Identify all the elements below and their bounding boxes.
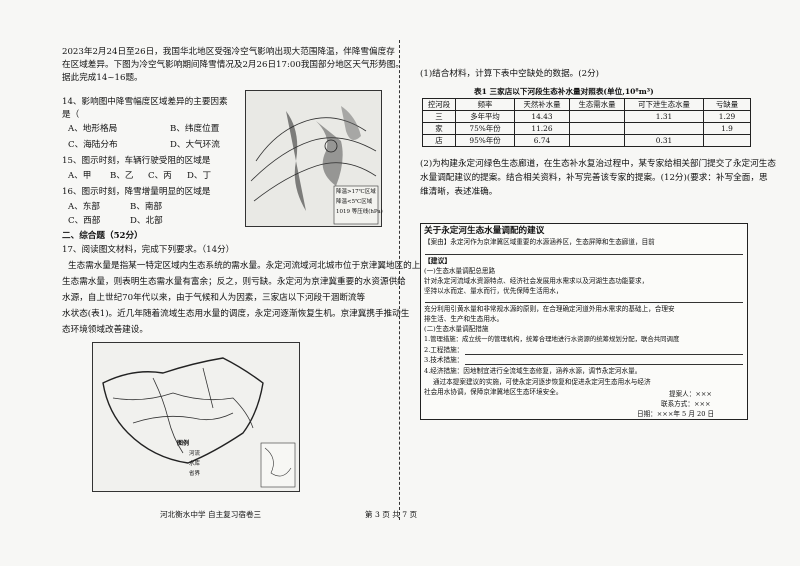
q15-option-b[interactable]: B、乙	[110, 171, 134, 181]
weather-legend-3: 1019 等压线(hPa)	[336, 209, 383, 215]
proposal-line: 针对永定河流域水资源特点、经济社会发展用水需求以及河湖生态功能要求，	[424, 277, 649, 285]
proposal-line: 通过本提案建议的实施，可使永定河逐步恢复和促进永定河生态用水与经济	[433, 378, 651, 386]
q15-option-a[interactable]: A、甲	[68, 171, 92, 181]
intro-line-1: 2023年2月24日至26日，我国华北地区受强冷空气影响出现大范围降温，伴降雪偏…	[62, 47, 395, 57]
table-cell: 三	[422, 110, 456, 123]
table-header-cell: 控河段	[422, 98, 456, 111]
table-cell: 0.31	[624, 134, 704, 147]
table-cell-blank[interactable]	[569, 134, 625, 147]
table-cell: 1.31	[624, 110, 704, 123]
question-17-2-line-2: 水量调配建议的提案。结合相关资料，补写完善该专家的提案。(12分)(要求：补写全…	[420, 173, 768, 183]
para-line-2: 生态需水量，则表明生态需水量有富余；反之，则亏缺。永定河为京津冀重要的水资源供给	[62, 277, 406, 287]
weather-legend-1: 降温>17℃区域	[336, 189, 376, 195]
weather-map-figure: 降温>17℃区域 降温<5℃区域 1019 等压线(hPa)	[245, 90, 383, 227]
proposal-contact: 联系方式：×××	[661, 400, 711, 408]
table-cell-blank[interactable]	[703, 134, 751, 147]
map-legend-title: 图例	[177, 440, 190, 447]
map-legend-reservoir: 水库	[189, 461, 201, 467]
column-divider	[399, 40, 400, 520]
proposal-line: 坚持以水而定、量水而行，优先保障生活用水，	[424, 287, 563, 295]
q14-option-b[interactable]: B、纬度位置	[170, 124, 220, 134]
question-14-paren: 是（	[62, 110, 80, 120]
proposal-signer: 提案人：×××	[669, 390, 712, 398]
answer-line[interactable]	[465, 364, 743, 365]
table-header-cell: 亏缺量	[703, 98, 751, 111]
q14-option-a[interactable]: A、地形格局	[68, 124, 118, 134]
proposal-line: (一)生态水量调配总思路	[424, 267, 496, 275]
river-basin-map: 图例 河流 水库 省界	[92, 342, 300, 492]
question-15: 15、图示时刻，车辆行驶受阻的区域是	[62, 156, 211, 166]
para-line-4: 水状态(表1)。近几年随着流域生态用水量的调度，永定河逐渐恢复生机。京津冀携手推…	[62, 309, 410, 319]
table-header-cell: 生态需水量	[569, 98, 625, 111]
table-cell: 家	[422, 122, 456, 135]
q14-option-c[interactable]: C、海陆分布	[68, 140, 118, 150]
para-line-3: 水源，自上世纪70年代以来，由于气候和人为因素，三家店以下河段干涸断流等	[62, 293, 366, 303]
footer-school: 河北衡水中学 自主复习宿卷三	[160, 510, 262, 519]
table-cell-blank[interactable]	[569, 110, 625, 123]
water-table: 控河段 频率 天然补水量 生态需水量 可下泄生态水量 亏缺量 三 多年平均 14…	[422, 98, 751, 147]
answer-line[interactable]	[425, 302, 743, 303]
question-17-2-line-1: (2)为构建永定河绿色生态廊道，在生态补水复治过程中，某专家给相关部门提交了永定…	[420, 159, 776, 169]
table-cell: 75%年份	[455, 122, 515, 135]
answer-line[interactable]	[465, 354, 743, 355]
para-line-1: 生态需水量是指某一特定区域内生态系统的需水量。永定河流域河北城市位于京津翼地区的…	[68, 261, 438, 271]
table-row: 店 95%年份 6.74 0.31	[422, 134, 751, 147]
question-17: 17、阅读图文材料，完成下列要求。（14分）	[62, 245, 235, 255]
table-header-cell: 频率	[455, 98, 515, 111]
table-cell: 14.43	[514, 110, 570, 123]
q16-option-a[interactable]: A、东部	[68, 202, 100, 212]
table-caption: 表1 三家店以下河段生态补水量对照表(单位,10⁸m³)	[474, 87, 654, 96]
question-14: 14、影响图中降雪幅度区域差异的主要因素	[62, 97, 228, 107]
intro-line-3: 据此完成14~16题。	[62, 73, 143, 83]
q14-option-d[interactable]: D、大气环流	[170, 140, 220, 150]
map-legend-border: 省界	[189, 471, 201, 477]
para-line-5: 态环境领域改善建设。	[62, 325, 148, 335]
q16-option-d[interactable]: D、北部	[130, 216, 163, 226]
proposal-suggest-heading: 【建议】	[424, 257, 452, 265]
proposal-line: 2.工程措施：	[424, 346, 464, 354]
proposal-line: 3.技术措施：	[424, 356, 464, 364]
proposal-reason: 【案由】永定河作为京津冀区域重要的水源涵养区，生态屏障和生态廊道，目前	[424, 238, 655, 246]
footer-page-number: 第 3 页 共 7 页	[365, 510, 418, 519]
table-cell: 多年平均	[455, 110, 515, 123]
proposal-box: 关于永定河生态水量调配的建议 【案由】永定河作为京津冀区域重要的水源涵养区，生态…	[420, 223, 748, 420]
table-header-cell: 可下泄生态水量	[624, 98, 704, 111]
table-cell: 95%年份	[455, 134, 515, 147]
table-cell-blank[interactable]	[624, 122, 704, 135]
table-row: 三 多年平均 14.43 1.31 1.29	[422, 110, 751, 123]
proposal-line: 排生活、生产和生态用水。	[424, 315, 504, 323]
question-17-2-line-3: 维清晰，表述准确。	[420, 187, 498, 197]
weather-legend-2: 降温<5℃区域	[336, 199, 373, 205]
question-17-1: (1)结合材料，计算下表中空缺处的数据。(2分)	[420, 69, 600, 79]
table-cell: 1.29	[703, 110, 751, 123]
q16-option-c[interactable]: C、西部	[68, 216, 101, 226]
proposal-line: 4.经济措施：因地制宜进行全流域生态修复，涵养水源，调节永定河水量。	[424, 367, 642, 375]
proposal-line: 1.管理措施：成立统一的管理机构，统筹合理地进行水资源的统筹规划分配，联合共同调…	[424, 335, 680, 343]
proposal-date: 日期：×××年 5 月 20 日	[637, 410, 715, 418]
proposal-line: 充分利用引黄水量和非常规水源的原则，在合理确定河道外用水需求的基础上，合理安	[424, 305, 675, 313]
q16-option-b[interactable]: B、南部	[130, 202, 163, 212]
table-cell-blank[interactable]	[569, 122, 625, 135]
map-legend-river: 河流	[189, 451, 201, 457]
question-16: 16、图示时刻，降雪增量明显的区域是	[62, 187, 211, 197]
table-header-cell: 天然补水量	[514, 98, 570, 111]
table-cell: 6.74	[514, 134, 570, 147]
proposal-title: 关于永定河生态水量调配的建议	[424, 226, 545, 236]
table-cell: 1.9	[703, 122, 751, 135]
proposal-line: (二)生态水量调配措施	[424, 325, 489, 333]
table-cell: 店	[422, 134, 456, 147]
q15-option-d[interactable]: D、丁	[187, 171, 212, 181]
table-row: 家 75%年份 11.26 1.9	[422, 122, 751, 135]
intro-line-2: 在区域差异。下图为冷空气影响期间降雪情况及2月26日17:00我国部分地区天气形…	[62, 60, 404, 70]
table-header-row: 控河段 频率 天然补水量 生态需水量 可下泄生态水量 亏缺量	[422, 98, 751, 111]
proposal-line: 社会用水协调，保障京津冀地区生态环境安全。	[424, 388, 563, 396]
q15-option-c[interactable]: C、丙	[148, 171, 172, 181]
weather-map-graphic	[246, 91, 381, 226]
river-basin-graphic	[102, 357, 296, 488]
table-cell: 11.26	[514, 122, 570, 135]
section-2-heading: 二、综合题（52分）	[62, 231, 143, 241]
answer-line[interactable]	[425, 254, 743, 255]
